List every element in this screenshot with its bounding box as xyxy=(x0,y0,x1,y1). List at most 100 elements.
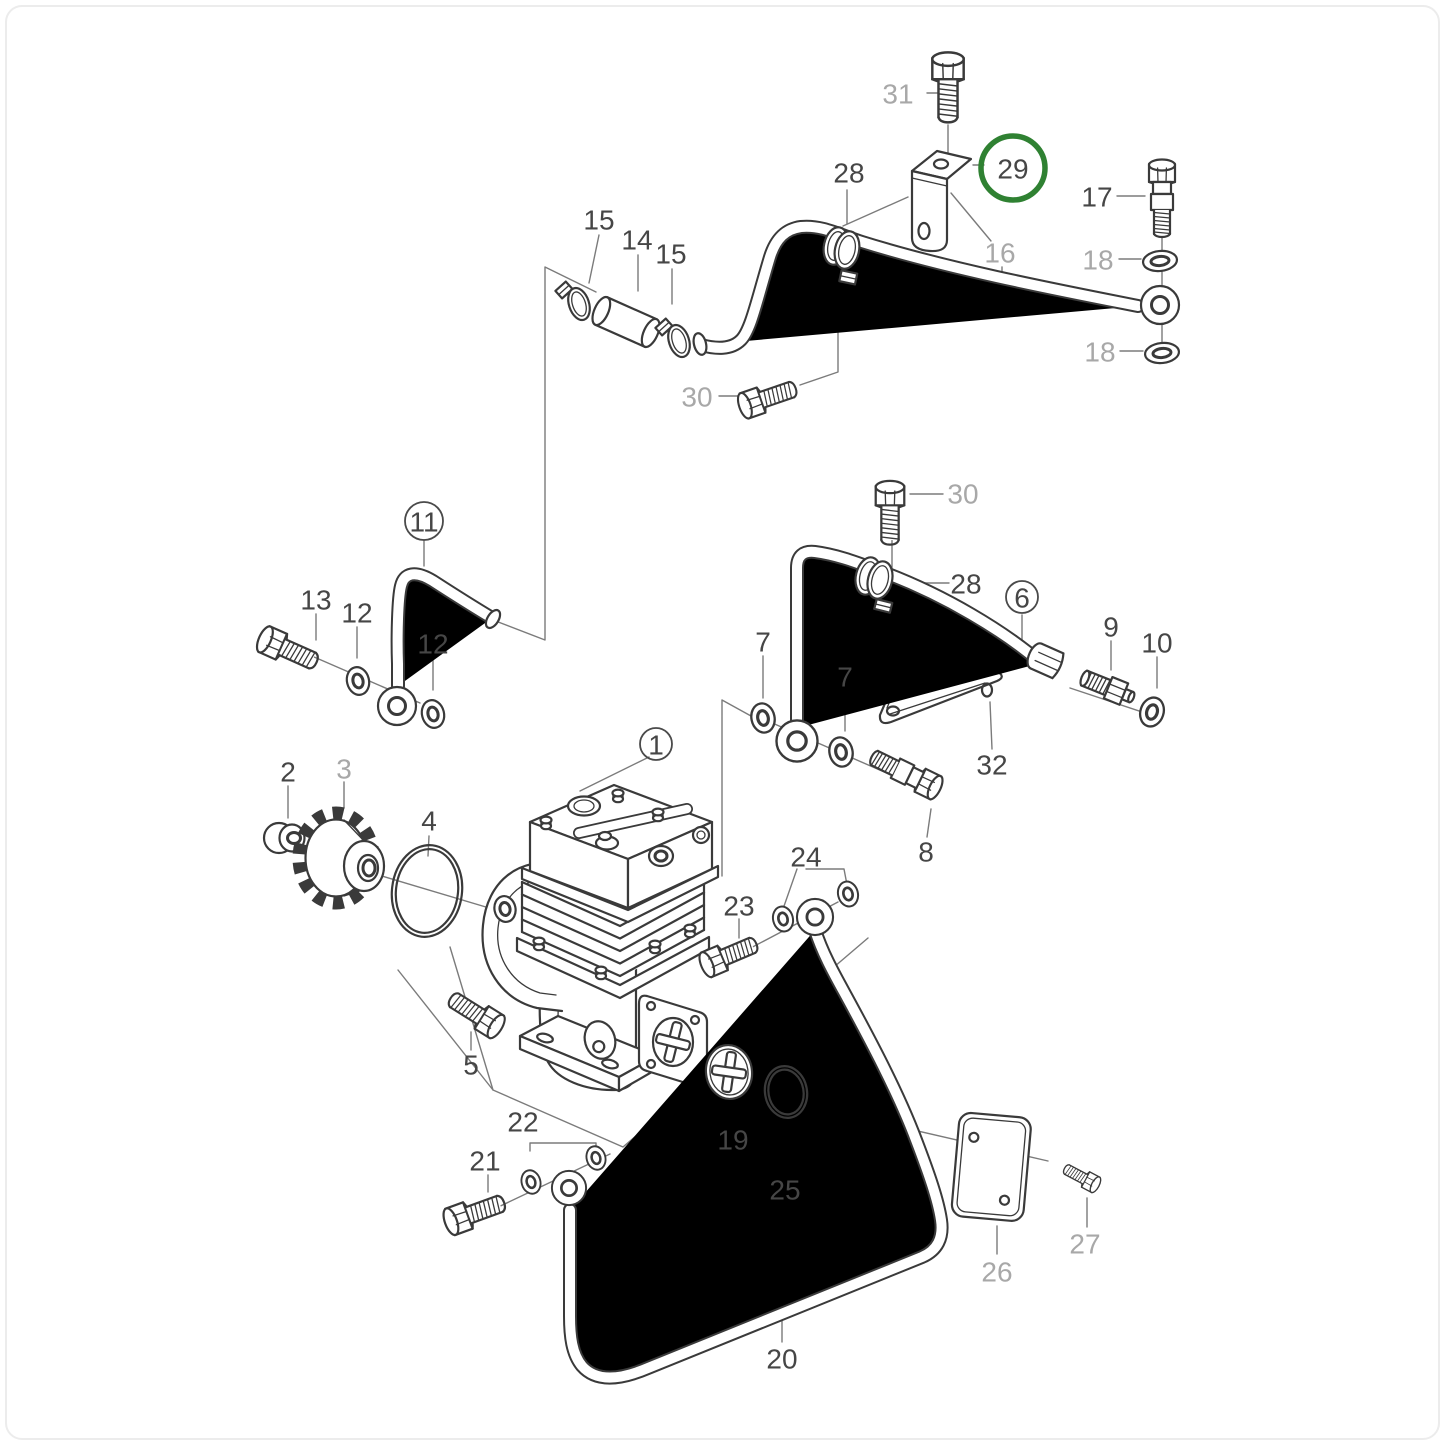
banjo-bolt-17 xyxy=(1147,158,1177,239)
part-number-17: 17 xyxy=(1081,182,1112,213)
callout-28-1: 28 xyxy=(833,158,864,189)
part-number-12: 12 xyxy=(417,629,448,660)
banjo-eye-11 xyxy=(376,685,418,727)
callout-5-30: 5 xyxy=(463,1050,479,1081)
part-number-32: 32 xyxy=(976,750,1007,781)
callout-6-14: 6 xyxy=(1005,580,1039,614)
mounting-ear xyxy=(481,861,564,1013)
callout-25-34: 25 xyxy=(769,1175,800,1206)
reference-ring-1 xyxy=(639,727,673,761)
part-number-3: 3 xyxy=(336,754,352,785)
callout-28-13: 28 xyxy=(950,569,981,600)
plate-19 xyxy=(704,1043,754,1101)
banjo-eye-22 xyxy=(550,1169,588,1207)
callout-23-29: 23 xyxy=(723,891,754,922)
hose-clamp-15-left xyxy=(552,275,595,327)
callout-27-36: 27 xyxy=(1069,1229,1100,1260)
callout-16-7: 16 xyxy=(984,238,1015,269)
callout-32-23: 32 xyxy=(976,750,1007,781)
side-port-cross xyxy=(651,1016,695,1068)
callout-18-9: 18 xyxy=(1084,337,1115,368)
part-number-16: 16 xyxy=(984,238,1015,269)
compressor-1 xyxy=(481,783,720,1093)
head-port xyxy=(691,825,711,845)
reference-ring-6 xyxy=(1005,580,1039,614)
callout-31-0: 31 xyxy=(882,79,913,110)
pipe-20 xyxy=(550,897,942,1378)
washer-24-a xyxy=(768,903,798,935)
part-number-1: 1 xyxy=(648,730,664,761)
washer-10 xyxy=(1134,692,1170,732)
banjo-eye-16 xyxy=(1139,284,1181,326)
discharge-port xyxy=(647,844,675,868)
part-number-2: 2 xyxy=(280,757,296,788)
part-number-30: 30 xyxy=(947,479,978,510)
callout-26-35: 26 xyxy=(981,1257,1012,1288)
part-number-14: 14 xyxy=(621,225,652,256)
callout-12-16: 12 xyxy=(341,598,372,629)
bracket-29 xyxy=(910,149,973,253)
callout-14-5: 14 xyxy=(621,225,652,256)
bolt-13 xyxy=(252,623,324,677)
bolt-30-right xyxy=(874,479,906,546)
bolt-31 xyxy=(931,51,965,124)
pipe-6-nut xyxy=(1026,642,1065,680)
callout-7-20: 7 xyxy=(755,627,771,658)
washer-7-b xyxy=(825,733,857,771)
part-number-27: 27 xyxy=(1069,1229,1100,1260)
washer-12-b xyxy=(417,696,449,732)
part-number-28: 28 xyxy=(833,158,864,189)
part-number-29: 29 xyxy=(997,154,1028,185)
cover-26 xyxy=(950,1111,1032,1222)
part-number-4: 4 xyxy=(421,806,437,837)
callout-22-31: 22 xyxy=(507,1107,538,1138)
callout-4-27: 4 xyxy=(421,806,437,837)
part-number-7: 7 xyxy=(837,662,853,693)
part-number-26: 26 xyxy=(981,1257,1012,1288)
banjo-bolt-8 xyxy=(865,744,947,803)
callout-9-17: 9 xyxy=(1103,612,1119,643)
gear-3 xyxy=(292,806,386,910)
part-number-19: 19 xyxy=(717,1125,748,1156)
washer-7-a xyxy=(747,699,779,737)
part-number-18: 18 xyxy=(1082,245,1113,276)
callout-30-12: 30 xyxy=(947,479,978,510)
part-number-15: 15 xyxy=(583,205,614,236)
part-number-7: 7 xyxy=(755,627,771,658)
reference-ring-11 xyxy=(404,501,444,541)
callout-17-3: 17 xyxy=(1081,182,1112,213)
part-number-20: 20 xyxy=(766,1344,797,1375)
part-number-30: 30 xyxy=(681,382,712,413)
part-number-15: 15 xyxy=(655,239,686,270)
callout-30-10: 30 xyxy=(681,382,712,413)
part-number-25: 25 xyxy=(769,1175,800,1206)
callout-29-2: 29 xyxy=(978,133,1048,203)
callout-18-8: 18 xyxy=(1082,245,1113,276)
callout-13-15: 13 xyxy=(300,585,331,616)
bolt-30-top xyxy=(734,374,802,422)
fitting-9 xyxy=(1079,669,1136,706)
part-number-5: 5 xyxy=(463,1050,479,1081)
callout-10-18: 10 xyxy=(1141,628,1172,659)
callout-15-6: 15 xyxy=(655,239,686,270)
callout-7-21: 7 xyxy=(837,662,853,693)
callout-8-26: 8 xyxy=(918,837,934,868)
part-number-12: 12 xyxy=(341,598,372,629)
callout-20-37: 20 xyxy=(766,1344,797,1375)
part-number-9: 9 xyxy=(1103,612,1119,643)
clamp-28-top xyxy=(819,223,864,286)
part-number-24: 24 xyxy=(790,842,821,873)
callout-11-11: 11 xyxy=(404,501,444,541)
image-frame xyxy=(5,5,1440,1440)
callout-24-28: 24 xyxy=(790,842,821,873)
o-ring-25 xyxy=(763,1065,809,1119)
clamp-28-right xyxy=(850,553,898,614)
pipe-11 xyxy=(376,574,502,727)
banjo-eye-24 xyxy=(795,897,835,937)
callout-3-25: 3 xyxy=(336,754,352,785)
part-number-23: 23 xyxy=(723,891,754,922)
hose-14 xyxy=(552,275,695,364)
